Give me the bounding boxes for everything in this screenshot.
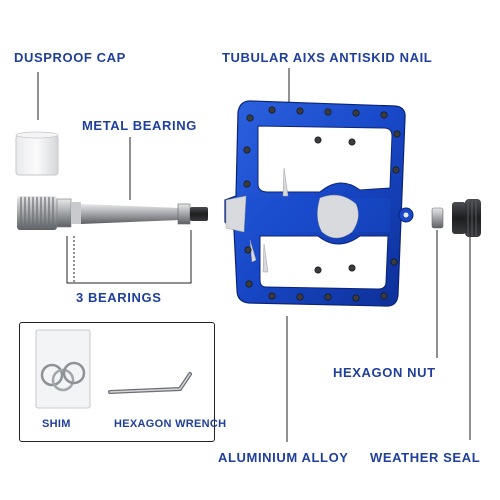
hexagon-wrench-part	[108, 372, 192, 394]
weather-seal-part	[452, 199, 481, 237]
label-tubular-axis-nail: TUBULAR AIXS ANTISKID NAIL	[222, 50, 433, 65]
leader-three-bearings	[66, 230, 192, 284]
dustproof-cap-part	[15, 131, 59, 176]
accessories-box	[19, 322, 215, 442]
label-hexagon-wrench: HEXAGON WRENCH	[114, 418, 227, 430]
leader-lines	[37, 68, 471, 442]
shim-bag-part	[35, 329, 91, 409]
label-dustproof-cap: DUSPROOF CAP	[14, 50, 126, 65]
label-hexagon-nut: HEXAGON NUT	[333, 365, 436, 380]
label-metal-bearing: METAL BEARING	[82, 118, 197, 133]
hexagon-nut-part	[431, 207, 444, 229]
pedal-body-part	[224, 100, 414, 307]
spindle-part	[17, 196, 208, 230]
label-shim: SHIM	[42, 418, 71, 430]
label-aluminium-alloy: ALUMINIUM ALLOY	[218, 450, 349, 465]
label-three-bearings: 3 BEARINGS	[76, 290, 162, 305]
label-weather-seal: WEATHER SEAL	[370, 450, 481, 465]
